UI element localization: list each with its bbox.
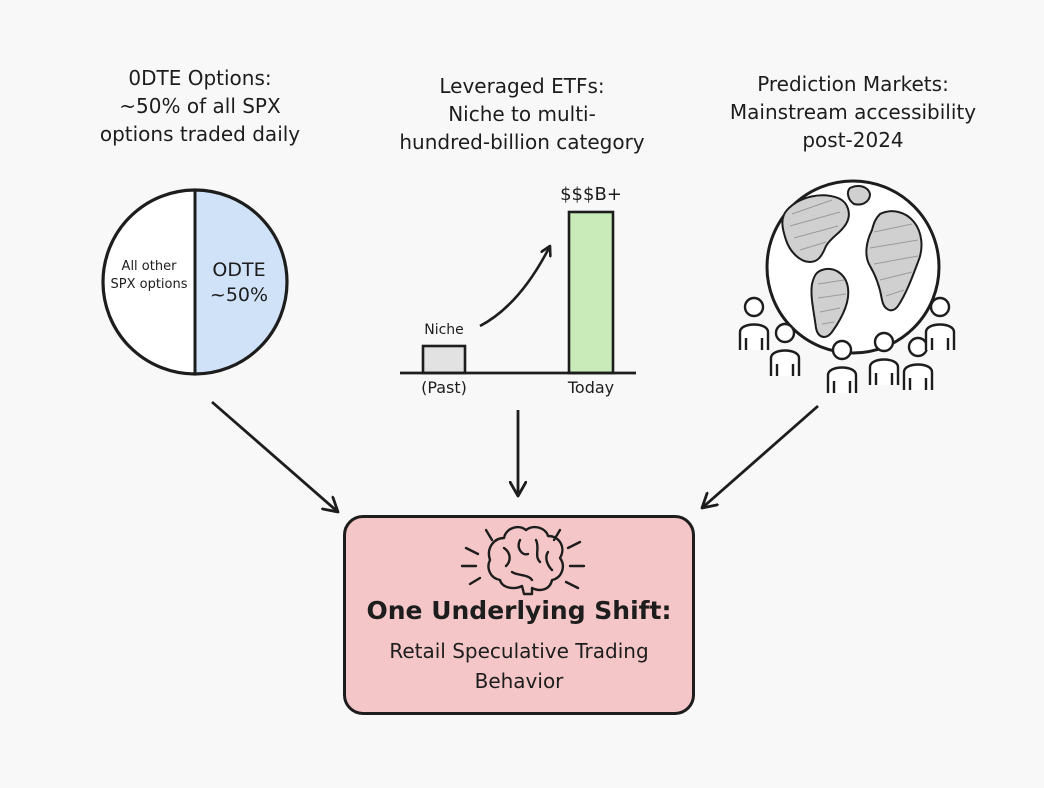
pie-label-other-line: All other — [121, 259, 177, 274]
pie-label-other-line: SPX options — [110, 277, 188, 292]
result-subtitle: Retail Speculative Trading Behavior — [343, 636, 695, 696]
bar-past-value-label: Niche — [424, 322, 464, 338]
pie-label-odte-line: ~50% — [209, 284, 269, 306]
bar-today-value-label: $$$B+ — [560, 184, 622, 205]
etfs-caption: Leveraged ETFs: Niche to multi- hundred-… — [372, 72, 672, 156]
pie-label-odte-line: ODTE — [212, 259, 266, 281]
pie-slice-other — [103, 190, 195, 374]
result-subtitle-line: Retail Speculative Trading — [389, 639, 649, 663]
pie-label-other: All other SPX options — [108, 258, 190, 294]
growth-arrow — [479, 246, 550, 328]
result-subtitle-line: Behavior — [474, 669, 564, 693]
arrow-prediction-to-shift — [702, 404, 819, 508]
etfs-caption-line: Niche to multi- — [448, 102, 596, 126]
etfs-caption-line: hundred-billion category — [399, 130, 645, 154]
pie-label-odte: ODTE ~50% — [198, 258, 280, 308]
odte-caption-line: 0DTE Options: — [128, 66, 272, 90]
etfs-caption-line: Leveraged ETFs: — [439, 74, 605, 98]
prediction-caption-line: Prediction Markets: — [757, 72, 949, 96]
arrow-odte-to-shift — [211, 400, 338, 512]
odte-pie-chart — [101, 188, 289, 376]
prediction-caption-line: Mainstream accessibility — [729, 100, 977, 124]
result-title: One Underlying Shift: — [366, 596, 672, 625]
bar-past-axis-label: (Past) — [421, 378, 467, 397]
globe-with-people-icon — [738, 179, 956, 393]
etf-bar-chart — [400, 210, 636, 375]
bar-today — [567, 210, 615, 375]
bar-today-axis-label: Today — [567, 378, 615, 397]
prediction-caption-line: post-2024 — [802, 128, 904, 152]
odte-caption-line: options traded daily — [99, 122, 301, 146]
prediction-caption: Prediction Markets: Mainstream accessibi… — [700, 70, 1006, 154]
odte-caption-line: ~50% of all SPX — [119, 94, 281, 118]
odte-caption: 0DTE Options: ~50% of all SPX options tr… — [55, 64, 345, 148]
pie-slice-odte — [195, 190, 287, 374]
